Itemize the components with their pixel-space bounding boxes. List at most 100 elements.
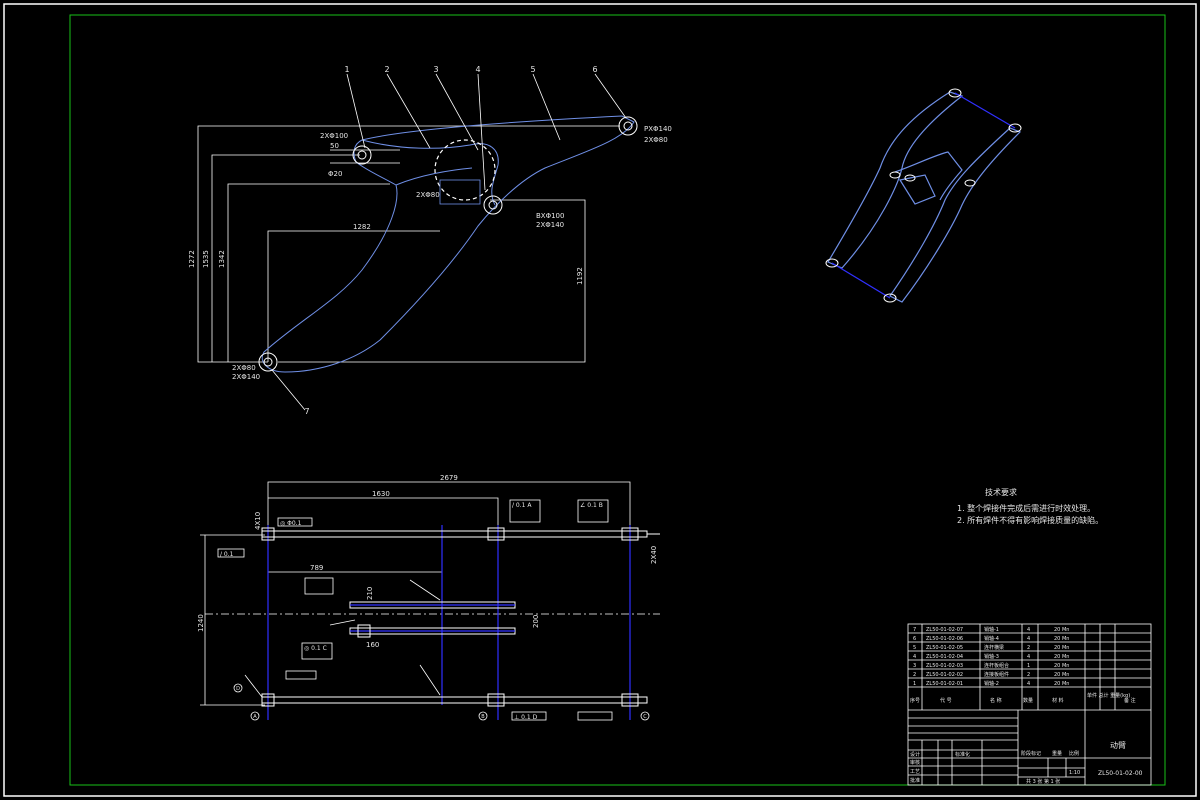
tolerance-frame-texts: ◎ Φ0.1 / 0.1 / 0.1 A ∠ 0.1 B ◎ 0.1 C ⊥ 0… [220,502,603,721]
dim-160: 160 [366,641,379,649]
title-block-lines [907,623,1152,786]
frame-1: ◎ Φ0.1 [280,520,302,527]
dim-2679: 2679 [440,474,458,482]
balloon-5: 5 [530,65,535,74]
parts-cell-no: 6 [913,636,916,642]
dim-4x10: 4X10 [254,512,262,530]
parts-cell-name: 销轴-3 [984,653,999,660]
parts-cell-name: 连杆板组合 [984,662,1009,669]
header-no: 序号 [910,697,920,704]
parts-cell-material: 20 Mn [1054,663,1069,669]
parts-cell-no: 4 [913,654,916,660]
pin-holes [258,116,638,372]
datum-markers [233,683,650,721]
parts-cell-qty: 2 [1027,645,1030,651]
datum-d: D [236,686,240,692]
tech-req-item-2: 2. 所有焊件不得有影响焊接质量的缺陷。 [957,515,1103,525]
parts-cell-code: ZL50-01-02-06 [926,636,963,642]
pin-note-7a: 2XΦ80 [232,364,256,372]
parts-cell-no: 7 [913,627,916,633]
parts-header: 序号 代 号 名 称 数量 材 料 单件 总计 重量(kg) 备 注 [910,692,1136,704]
parts-cell-material: 20 Mn [1054,627,1069,633]
dim-50: 50 [330,142,339,150]
pin-note-1: 2XΦ100 [320,132,348,140]
tolerance-frames [217,499,613,721]
parts-cell-name: 连杆横梁 [984,644,1004,651]
title-block-labels: 阶段标记 重量 比例 设计 审核 工艺 批准 标准化 [910,750,1079,784]
drawing-border-inner [69,14,1166,786]
balloon-3: 3 [433,65,438,74]
frame-5: ◎ 0.1 C [304,645,327,652]
dim-200: 200 [532,615,540,628]
header-material: 材 料 [1052,697,1064,704]
label-design: 设计 [910,751,920,758]
datum-b: B [481,714,485,720]
label-approve: 批准 [910,777,920,784]
isometric-view [825,88,1022,303]
dim-2x40: 2X40 [650,546,658,564]
balloon-numbers: 1 2 3 4 5 6 7 [304,65,597,416]
label-standard: 标准化 [955,751,970,758]
parts-cell-name: 连接板组件 [984,671,1009,678]
label-scale: 比例 [1069,750,1079,757]
tech-req-item-1: 1. 整个焊接件完成后需进行时效处理。 [957,503,1095,513]
parts-cell-qty: 4 [1027,636,1030,642]
tech-req-title: 技术要求 [985,487,1017,497]
pin-note-4a: BXΦ100 [536,212,564,220]
datum-c: C [643,714,647,720]
top-view-hubs [261,527,639,707]
top-view-leaders [244,579,441,698]
header-remark: 备 注 [1124,697,1136,704]
top-view-dimension-texts: 2679 1630 789 1240 2X40 4X10 160 210 200 [197,474,658,649]
datum-a: A [253,714,257,720]
dim-1282: 1282 [353,223,371,231]
parts-cell-code: ZL50-01-02-01 [926,681,963,687]
label-check: 审核 [910,759,920,766]
parts-cell-name: 销轴-1 [984,626,999,633]
technical-requirements: 技术要求 1. 整个焊接件完成后需进行时效处理。 2. 所有焊件不得有影响焊接质… [957,487,1103,525]
datum-letters: A B C D [236,686,647,720]
pin-note-6a: PXΦ140 [644,125,672,133]
side-view: 1 2 3 4 5 6 7 1272 1535 1342 1282 1192 5… [188,65,672,416]
pin-note-4b: 2XΦ140 [536,221,564,229]
label-process: 工艺 [910,769,920,775]
parts-cell-name: 销轴-4 [984,635,999,642]
lug-dashed-circle [434,139,496,201]
top-view: ◎ Φ0.1 / 0.1 / 0.1 A ∠ 0.1 B ◎ 0.1 C ⊥ 0… [197,474,660,721]
dim-1240: 1240 [197,614,205,632]
sheet-count: 共 3 张 第 1 张 [1026,778,1060,785]
dim-1630: 1630 [372,490,390,498]
parts-cell-code: ZL50-01-02-03 [926,663,963,669]
dim-phi20: Φ20 [328,170,342,178]
parts-cell-material: 20 Mn [1054,645,1069,651]
parts-cell-qty: 4 [1027,681,1030,687]
label-weight: 重量 [1052,750,1062,757]
side-view-dimension-texts: 1272 1535 1342 1282 1192 50 Φ20 2XΦ100 P… [188,125,672,381]
drawing-scale: 1:10 [1069,770,1080,776]
drawing-border-outer [3,3,1197,797]
balloon-4: 4 [475,65,480,74]
pin-note-6b: 2XΦ80 [644,136,668,144]
header-weight: 单件 总计 重量(kg) [1087,692,1130,699]
parts-cell-qty: 4 [1027,654,1030,660]
parts-cell-no: 3 [913,663,916,669]
parts-cell-code: ZL50-01-02-02 [926,672,963,678]
parts-cell-material: 20 Mn [1054,654,1069,660]
label-stage-mark: 阶段标记 [1021,750,1041,757]
top-view-blue-verticals [267,525,631,720]
header-qty: 数量 [1023,697,1033,704]
balloon-1: 1 [344,65,349,74]
frame-4: ∠ 0.1 B [580,502,603,509]
frame-3: / 0.1 A [512,502,532,509]
top-view-rails [261,530,660,704]
boom-arm-outline [261,115,635,373]
top-view-blue-rails [350,604,515,632]
